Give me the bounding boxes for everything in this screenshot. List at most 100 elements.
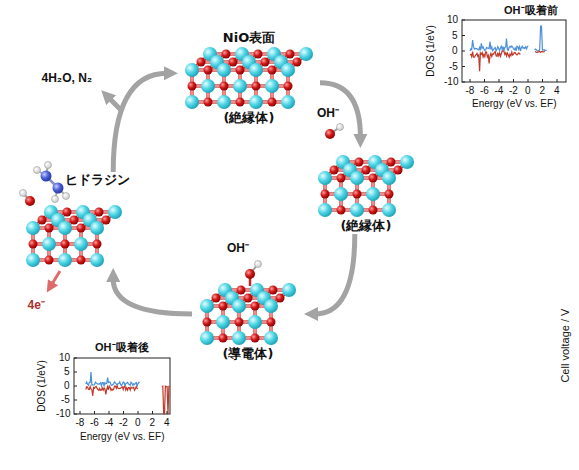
slab-area (18, 188, 130, 268)
chart-title: OH⁻吸着前 (504, 4, 558, 17)
tick-label: 0 (525, 85, 531, 97)
node-label: (絶縁体) (224, 110, 275, 126)
oxygen-atom (93, 240, 102, 249)
oxygen-atom (252, 82, 261, 91)
tick-mark (74, 414, 77, 415)
nickel-atom (334, 187, 348, 201)
nickel-atom (248, 315, 262, 329)
tick-label: 0 (452, 45, 458, 57)
oxygen-atom (251, 302, 260, 311)
oxygen-atom (45, 256, 54, 265)
nickel-atom (299, 47, 313, 61)
oxygen-atom (286, 50, 295, 59)
tick-mark (542, 79, 543, 82)
surface-slab-node: (絶縁体) (310, 148, 422, 234)
nickel-atom (26, 221, 40, 235)
tick-label: -10 (56, 408, 70, 420)
oxygen-atom (45, 224, 54, 233)
nickel-atom (233, 79, 247, 93)
oxygen-atom (204, 98, 213, 107)
nickel-atom (201, 79, 215, 93)
tick-mark (462, 82, 465, 83)
oxygen-atom (268, 66, 277, 75)
axis-title: Energy (eV vs. EF) (80, 431, 164, 443)
hydrogen-atom (34, 167, 41, 174)
oxygen-atom (355, 158, 364, 167)
hydrogen-atom (45, 162, 52, 169)
tick-mark (138, 411, 139, 414)
tick-mark (74, 386, 77, 387)
oxygen-atom (204, 66, 213, 75)
nickel-atom (185, 95, 199, 109)
cycle-arrow (315, 234, 355, 314)
tick-label: -6 (90, 417, 99, 429)
nitrogen-atom (41, 171, 52, 182)
tick-label: 10 (447, 14, 458, 26)
tick-mark (152, 411, 153, 414)
hydrogen-atom (52, 196, 59, 203)
nickel-atom (281, 95, 295, 109)
oxygen-atom (369, 206, 378, 215)
axis-title: Cell voltage / V (559, 308, 572, 382)
hydrazine-molecule (34, 162, 70, 203)
hydrogen-atom (63, 193, 70, 200)
tick-label: 5 (64, 366, 70, 378)
tick-label: 4 (164, 417, 170, 429)
node-label: ヒドラジン (65, 172, 130, 188)
surface-slab-node: NiO表面(絶縁体) (178, 30, 320, 126)
oxygen-atom (95, 208, 104, 217)
nickel-atom (366, 187, 380, 201)
oxygen-atom (267, 318, 276, 327)
edge-label: OH⁻ (315, 106, 341, 120)
oxygen-atom (261, 58, 270, 67)
nickel-atom (232, 299, 246, 313)
oxygen-atom (353, 190, 362, 199)
axis-title: DOS (1/eV) (425, 25, 437, 77)
tick-label: -4 (105, 417, 114, 429)
oxygen-atom (321, 190, 330, 199)
nickel-atom (318, 171, 332, 185)
tick-mark (123, 411, 124, 414)
nickel-atom (350, 171, 364, 185)
tick-mark (462, 66, 465, 67)
oxygen-atom (284, 82, 293, 91)
surface-slab-node: ヒドラジン (18, 172, 130, 268)
nickel-atom (249, 63, 263, 77)
nickel-atom (382, 203, 396, 217)
tick-mark (94, 411, 95, 414)
tick-label: 2 (540, 85, 546, 97)
surface-slab-node: (導電体) (192, 282, 304, 362)
nickel-atom (281, 63, 295, 77)
nickel-atom (318, 203, 332, 217)
oxygen-atom (219, 334, 228, 343)
node-label: (絶縁体) (341, 218, 392, 234)
tick-mark (499, 79, 500, 82)
tick-label: 4 (554, 85, 560, 97)
oxygen-atom (219, 302, 228, 311)
oxygen-atom (369, 174, 378, 183)
chart-title: OH⁻吸着後 (95, 341, 149, 354)
nickel-atom (108, 205, 122, 219)
dos-curve (535, 51, 545, 52)
nickel-atom (350, 203, 364, 217)
oxygen-atom (222, 50, 231, 59)
nickel-atom (264, 331, 278, 345)
dos-curve (470, 51, 521, 71)
nickel-atom (232, 331, 246, 345)
nickel-atom (200, 331, 214, 345)
oxygen-atom (268, 98, 277, 107)
nickel-atom (90, 221, 104, 235)
dos-curve (86, 386, 138, 396)
cycle-arrow (113, 279, 192, 314)
oxygen-atom (102, 216, 111, 225)
axis-title: Energy (eV vs. EF) (472, 98, 556, 110)
oxygen-atom (337, 174, 346, 183)
oxygen-atom (188, 82, 197, 91)
tick-label: -6 (480, 85, 489, 97)
dos-curve (162, 386, 170, 414)
oxygen-atom (385, 190, 394, 199)
hydrogen-atom (337, 124, 344, 131)
tick-label: -8 (76, 417, 85, 429)
nickel-atom (264, 299, 278, 313)
